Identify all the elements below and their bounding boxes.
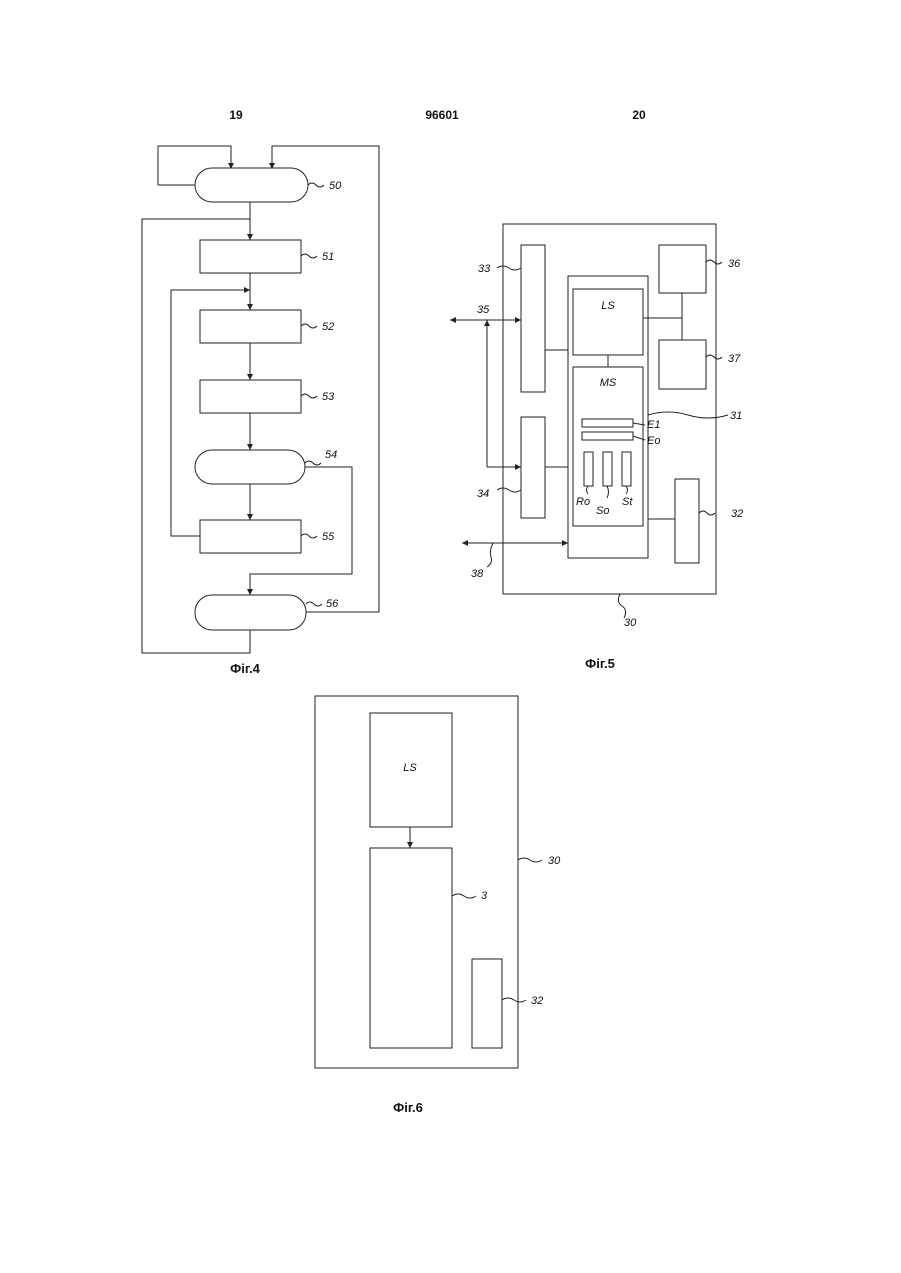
loop-56-to-51 <box>142 219 250 653</box>
page-number-right: 20 <box>632 108 646 122</box>
figure-4-flowchart: 50 51 52 53 54 <box>142 146 379 676</box>
block-32 <box>675 479 699 563</box>
arrow-head <box>247 444 253 450</box>
leader-line <box>618 594 625 618</box>
st-label: St <box>622 496 633 508</box>
page-number-left: 19 <box>229 108 243 122</box>
register-st <box>622 452 631 486</box>
leader-line <box>301 534 317 538</box>
ref-label-30-fig6: 30 <box>548 855 561 867</box>
flowchart-block-51 <box>200 240 301 273</box>
block-33 <box>521 245 545 392</box>
figure-5-caption: Фіг.5 <box>585 656 615 671</box>
ref-label-33: 33 <box>478 263 491 275</box>
figure-6-caption: Фіг.6 <box>393 1100 423 1115</box>
ref-label-54: 54 <box>325 449 337 461</box>
ref-label-36: 36 <box>728 258 741 270</box>
ref-label-53: 53 <box>322 391 335 403</box>
register-ro <box>584 452 593 486</box>
ref-label-37: 37 <box>728 353 741 365</box>
ls-label: LS <box>601 300 615 312</box>
flowchart-decision-54 <box>195 450 305 484</box>
arrow-head <box>244 287 250 293</box>
ref-label-38: 38 <box>471 568 484 580</box>
eo-label: Eo <box>647 435 660 447</box>
leader-line <box>308 183 324 187</box>
block-34 <box>521 417 545 518</box>
ref-label-51: 51 <box>322 251 334 263</box>
flowchart-block-55 <box>200 520 301 553</box>
block-3 <box>370 848 452 1048</box>
block-37 <box>659 340 706 389</box>
leader-line <box>306 602 322 606</box>
ref-label-31: 31 <box>730 410 742 422</box>
ref-label-30: 30 <box>624 617 637 629</box>
leader-line <box>305 461 321 465</box>
ms-label: MS <box>600 377 617 389</box>
flowchart-terminal-56 <box>195 595 306 630</box>
ref-label-55: 55 <box>322 531 335 543</box>
figure-5-block-diagram: 30 33 34 35 31 LS MS <box>450 224 743 671</box>
leader-line <box>301 324 317 328</box>
arrow-head <box>247 514 253 520</box>
ref-label-56: 56 <box>326 598 339 610</box>
arrow-head <box>484 320 490 326</box>
memory-ls-block <box>573 289 643 355</box>
arrow-head <box>462 540 468 546</box>
leader-line <box>301 254 317 258</box>
ref-label-52: 52 <box>322 321 334 333</box>
ref-label-3: 3 <box>481 890 488 902</box>
arrow-head <box>247 589 253 595</box>
ls-label-fig6: LS <box>403 762 417 774</box>
ref-label-35: 35 <box>477 304 490 316</box>
flowchart-terminal-50 <box>195 168 308 202</box>
leader-line <box>301 394 317 398</box>
arrow-head <box>450 317 456 323</box>
flowchart-block-53 <box>200 380 301 413</box>
register-so <box>603 452 612 486</box>
arrow-head <box>247 304 253 310</box>
leader-line <box>518 858 542 862</box>
block-32-fig6 <box>472 959 502 1048</box>
e1-label: E1 <box>647 419 660 431</box>
so-label: So <box>596 505 609 517</box>
figure-6-block-diagram: 30 LS 3 32 Фіг.6 <box>315 696 561 1115</box>
ref-label-50: 50 <box>329 180 342 192</box>
register-e1 <box>582 419 633 427</box>
register-eo <box>582 432 633 440</box>
leader-line <box>487 543 493 567</box>
flowchart-block-52 <box>200 310 301 343</box>
ref-label-32-fig6: 32 <box>531 995 543 1007</box>
block-36 <box>659 245 706 293</box>
arrow-head <box>247 234 253 240</box>
arrow-head <box>247 374 253 380</box>
ref-label-34: 34 <box>477 488 489 500</box>
figure-4-caption: Фіг.4 <box>230 661 260 676</box>
ref-label-32: 32 <box>731 508 743 520</box>
ro-label: Ro <box>576 496 590 508</box>
patent-number: 96601 <box>425 108 459 122</box>
